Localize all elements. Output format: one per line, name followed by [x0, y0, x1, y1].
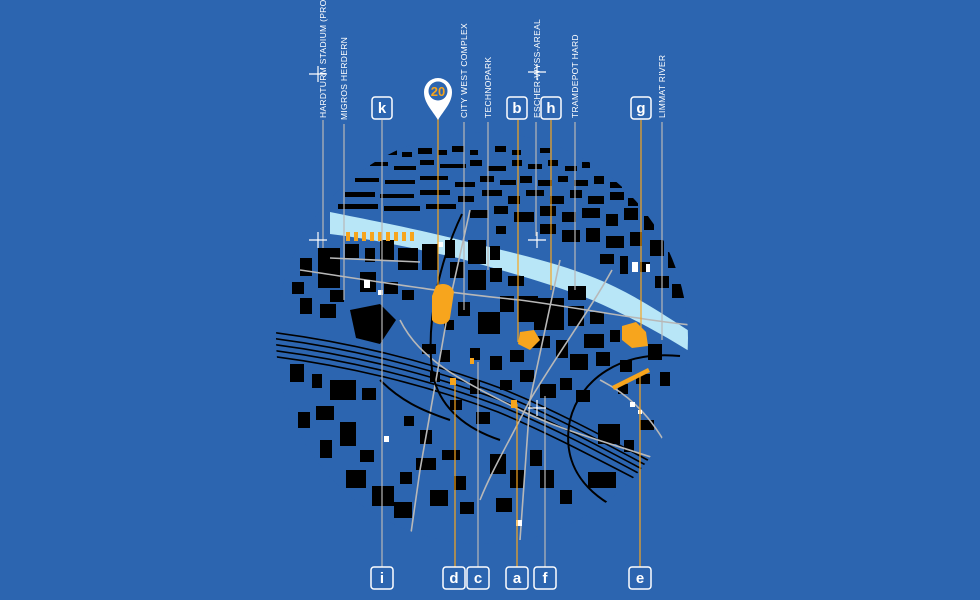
- label-technopark: TECHNOPARK: [483, 57, 493, 118]
- marker-h-label: h: [546, 100, 555, 117]
- city-map: [276, 132, 688, 544]
- railway-tracks: [276, 331, 688, 513]
- label-city-west-complex: CITY WEST COMPLEX: [459, 23, 469, 118]
- marker-c[interactable]: c: [466, 566, 490, 590]
- bottom-markers: i d c a f e: [370, 566, 652, 590]
- label-tramdepot-hard: TRAMDEPOT HARD: [570, 34, 580, 118]
- marker-d-label: d: [449, 570, 458, 587]
- crosshair-markers: [309, 64, 546, 416]
- marker-a[interactable]: a: [505, 566, 529, 590]
- pin-number: 20: [431, 84, 445, 99]
- highlighted-sites: [346, 232, 650, 408]
- label-escher-wyss-areal: ESCHER-WYSS-AREAL: [532, 19, 542, 118]
- marker-i[interactable]: i: [370, 566, 394, 590]
- map-pin-icon[interactable]: 20: [424, 78, 452, 120]
- vertical-labels: HARDTURM STADIUM (PROJECT) MIGROS HERDER…: [318, 0, 667, 120]
- marker-g[interactable]: g: [630, 96, 652, 120]
- marker-k[interactable]: k: [371, 96, 393, 120]
- marker-g-label: g: [636, 100, 645, 117]
- marker-k-label: k: [378, 100, 387, 117]
- marker-c-label: c: [474, 570, 482, 587]
- marker-b[interactable]: b: [506, 96, 528, 120]
- leader-lines: [322, 118, 663, 570]
- marker-b-label: b: [512, 100, 521, 117]
- top-markers: k b h g: [371, 96, 652, 120]
- marker-d[interactable]: d: [442, 566, 466, 590]
- arterial-roads: [379, 213, 681, 511]
- marker-e-label: e: [636, 570, 644, 587]
- label-hardturm-stadium: HARDTURM STADIUM (PROJECT): [318, 0, 328, 118]
- north-blocks: [338, 146, 684, 298]
- marker-f-label: f: [543, 570, 549, 587]
- marker-i-label: i: [380, 570, 384, 587]
- marker-a-label: a: [513, 570, 522, 587]
- marker-h[interactable]: h: [540, 96, 562, 120]
- label-limmat-river: LIMMAT RIVER: [657, 55, 667, 118]
- label-migros-herdern: MIGROS HERDERN: [339, 37, 349, 120]
- marker-e[interactable]: e: [628, 566, 652, 590]
- marker-f[interactable]: f: [533, 566, 557, 590]
